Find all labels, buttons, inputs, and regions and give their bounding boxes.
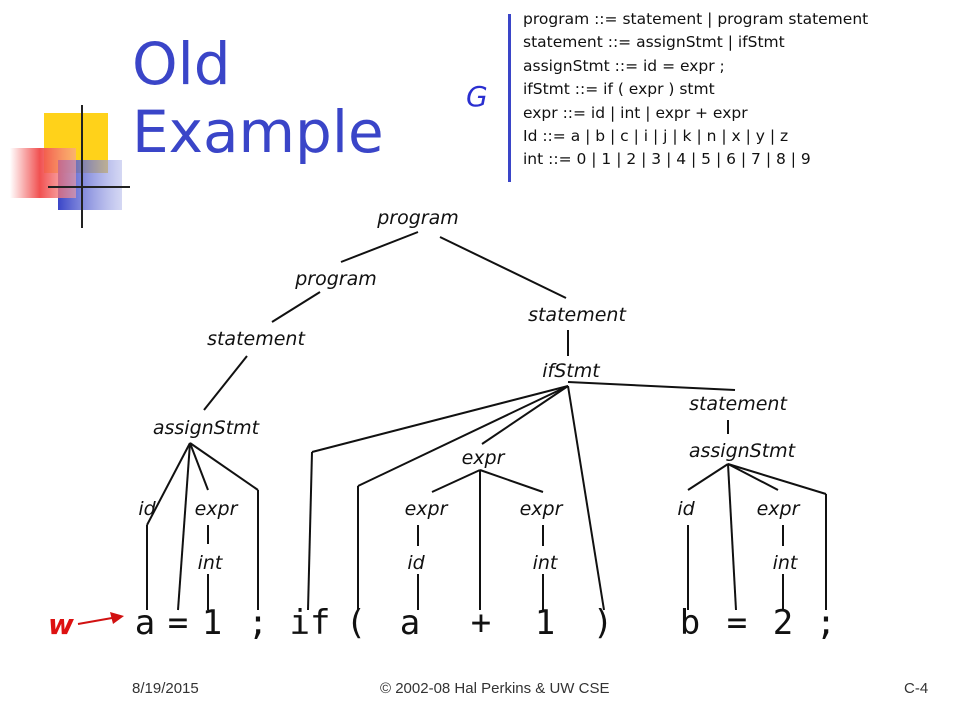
grammar-rule: program ::= statement | program statemen… <box>523 10 869 28</box>
slide-title: Old Example <box>132 30 384 166</box>
tree-edge <box>271 291 321 323</box>
footer-page-number: C-4 <box>904 680 929 697</box>
node-statement-inner: statement <box>689 393 788 415</box>
w-arrow-shaft <box>77 617 113 625</box>
node-int: int <box>773 552 799 574</box>
tree-node-labels: program program statement statement ifSt… <box>138 207 800 574</box>
token: ; <box>248 603 268 643</box>
node-int: int <box>533 552 559 574</box>
token: = <box>727 603 747 643</box>
tree-edge <box>203 355 248 411</box>
grammar-rule: ifStmt ::= if ( expr ) stmt <box>523 80 715 99</box>
tree-edge <box>479 469 544 493</box>
w-label: w <box>48 608 74 641</box>
grammar-bracket <box>508 14 511 182</box>
footer-copyright: © 2002-08 Hal Perkins & UW CSE <box>380 680 610 697</box>
node-id: id <box>407 552 425 574</box>
tree-edge <box>189 442 209 491</box>
token: if <box>290 603 331 643</box>
node-id: id <box>138 498 156 520</box>
token: b <box>680 603 700 643</box>
tree-edge <box>687 463 729 491</box>
grammar-rule: expr ::= id | int | expr + expr <box>523 103 748 122</box>
tree-edges <box>146 231 827 611</box>
token: 2 <box>773 603 793 643</box>
grammar-symbol: G <box>466 80 488 113</box>
tree-edge <box>567 381 736 391</box>
tree-edge <box>357 385 569 487</box>
title-line-1: Old <box>132 30 231 98</box>
node-expr: expr <box>195 498 239 520</box>
token: 1 <box>535 603 555 643</box>
node-statement-left: statement <box>207 328 306 350</box>
token: ) <box>593 603 613 643</box>
tree-edge <box>307 451 313 611</box>
tree-edge <box>340 231 419 263</box>
tree-edge <box>146 442 191 526</box>
logo-red-square <box>10 148 76 198</box>
node-expr: expr <box>520 498 564 520</box>
node-assignstmt-right: assignStmt <box>689 440 797 462</box>
tree-edge <box>189 442 259 491</box>
tree-edge <box>481 385 569 445</box>
token: = <box>168 603 188 643</box>
node-program-root: program <box>376 207 459 229</box>
grammar-rule: assignStmt ::= id = expr ; <box>523 56 725 75</box>
token: ; <box>816 603 836 643</box>
node-expr-mid: expr <box>462 447 506 469</box>
node-id: id <box>677 498 695 520</box>
node-expr: expr <box>757 498 801 520</box>
grammar-rules: program ::= statement | program statemen… <box>523 8 868 172</box>
token: a <box>135 603 155 643</box>
w-arrow-head <box>110 612 124 624</box>
tree-edge <box>431 469 481 493</box>
footer-date: 8/19/2015 <box>132 680 199 697</box>
tree-edge <box>727 463 779 491</box>
node-statement-right: statement <box>528 304 627 326</box>
tree-edge <box>177 442 191 611</box>
token: a <box>400 603 420 643</box>
node-int: int <box>198 552 224 574</box>
grammar-rule: int ::= 0 | 1 | 2 | 3 | 4 | 5 | 6 | 7 | … <box>523 150 811 169</box>
token: ( <box>346 603 366 643</box>
grammar-rule: Id ::= a | b | c | i | j | k | n | x | y… <box>523 127 789 146</box>
node-assignstmt-left: assignStmt <box>153 417 261 439</box>
title-line-2: Example <box>132 98 384 166</box>
token-string: a = 1 ; if ( a + 1 ) b = 2 ; <box>135 603 836 643</box>
decorative-logo <box>10 105 130 228</box>
grammar-rule: statement ::= assignStmt | ifStmt <box>523 33 785 52</box>
tree-edge <box>727 463 827 495</box>
node-expr: expr <box>405 498 449 520</box>
tree-edge <box>439 236 567 299</box>
token: 1 <box>202 603 222 643</box>
node-ifstmt: ifStmt <box>542 360 601 382</box>
tree-edge <box>567 385 605 611</box>
w-arrow <box>77 612 124 625</box>
tree-edge <box>727 463 737 611</box>
tree-edge <box>311 385 569 453</box>
node-program-left: program <box>294 268 377 290</box>
token: + <box>471 603 491 643</box>
